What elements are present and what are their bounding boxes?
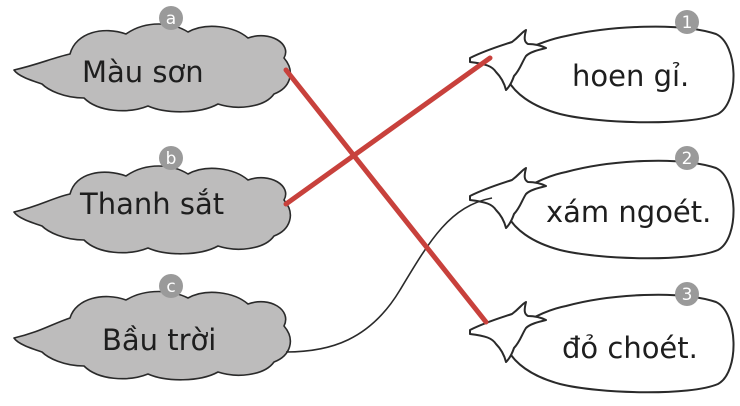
connection-b-1 bbox=[283, 55, 493, 207]
right-text-2: xám ngoét. bbox=[546, 195, 711, 229]
badge-1: 1 bbox=[682, 13, 693, 33]
bubble-3: 3 đỏ choét. bbox=[469, 282, 735, 394]
cloud-b: b Thanh sắt bbox=[13, 146, 292, 255]
badge-3: 3 bbox=[682, 285, 693, 305]
badge-a: a bbox=[166, 9, 176, 29]
left-text-a: Màu sơn bbox=[82, 55, 204, 89]
left-text-b: Thanh sắt bbox=[79, 187, 224, 221]
badge-c: c bbox=[166, 277, 175, 297]
left-text-c: Bầu trời bbox=[102, 323, 216, 357]
badge-b: b bbox=[166, 149, 177, 169]
cloud-a: a Màu sơn bbox=[13, 6, 292, 113]
connection-c-2 bbox=[285, 197, 493, 353]
badge-2: 2 bbox=[682, 149, 693, 169]
bubble-1: 1 hoen gỉ. bbox=[469, 10, 735, 124]
bubble-2: 2 xám ngoét. bbox=[469, 146, 735, 260]
right-text-3: đỏ choét. bbox=[562, 331, 698, 365]
connection-a-3 bbox=[283, 67, 489, 325]
cloud-c: c Bầu trời bbox=[13, 274, 292, 381]
right-text-1: hoen gỉ. bbox=[572, 59, 689, 93]
